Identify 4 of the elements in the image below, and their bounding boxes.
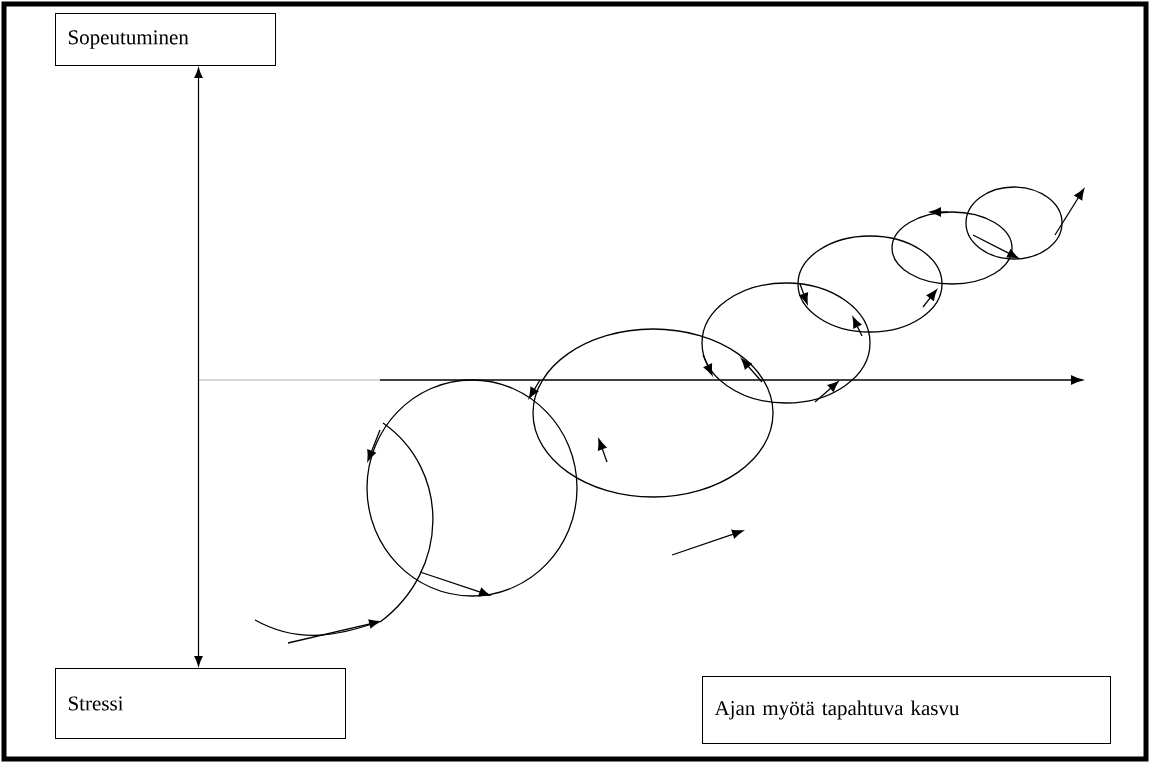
label-box: Ajan myötä tapahtuva kasvu [702,676,1111,744]
label-box: Sopeutuminen [55,13,276,66]
label-box: Stressi [55,668,346,739]
arrow [194,67,203,667]
